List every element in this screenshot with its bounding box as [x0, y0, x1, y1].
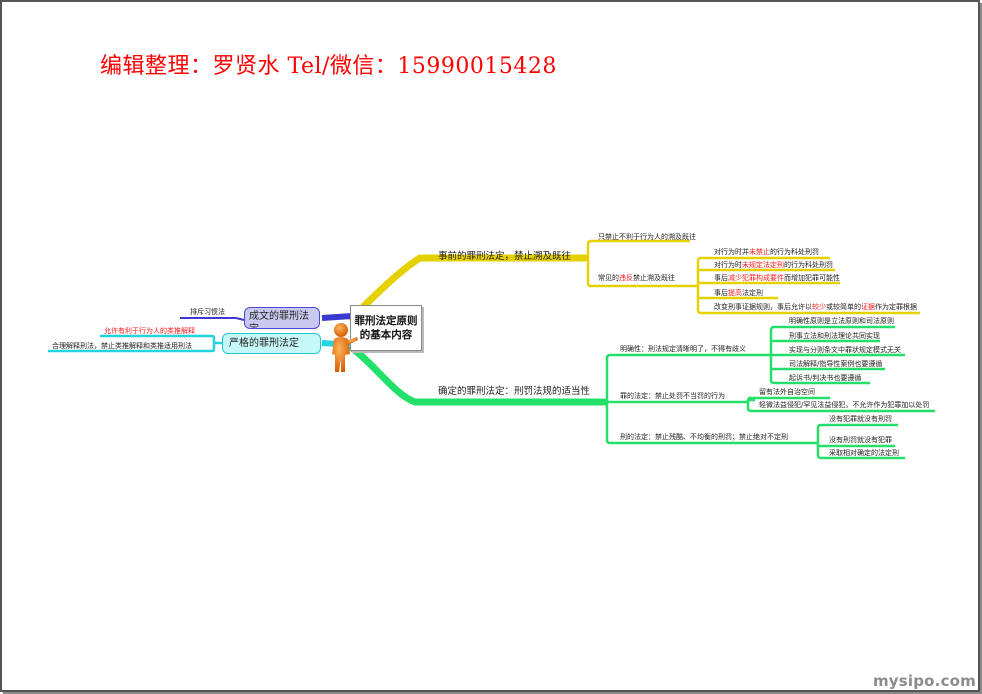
subnode-clarity[interactable]: 明确性：刑法规定清晰明了，不得有歧义 [620, 345, 746, 353]
leaf-clarity-2[interactable]: 刑事立法和刑法理论共同实现 [789, 332, 880, 340]
leaf-penalty-3[interactable]: 采取相对确定的法定刑 [829, 449, 899, 457]
central-topic[interactable]: 罪刑法定原则 的基本内容 [350, 305, 422, 351]
green-clarity-bracket [768, 325, 905, 385]
green-penalty-bracket [815, 423, 905, 460]
highlight-part: 减少犯罪构成要件 [728, 274, 784, 282]
green-main-branch [348, 344, 609, 406]
leaf-only-unfavorable-retroactivity[interactable]: 只禁止不利于行为人的溯及既往 [598, 233, 696, 241]
branch-definite-legality[interactable]: 确定的罪刑法定：刑罚法规的适当性 [438, 386, 591, 397]
leaf-violation-3[interactable]: 事后减少犯罪构成要件而增加犯罪可能性 [714, 273, 840, 283]
leaf-clarity-3[interactable]: 实现与分则条文中罪状规定模式无关 [789, 346, 901, 354]
text-part: 法定刑 [742, 289, 763, 297]
highlight-part: 未禁止 [749, 248, 770, 256]
highlight-part: 证据 [861, 303, 875, 311]
central-topic-line1: 罪刑法定原则 [354, 315, 418, 327]
node-written-legality-label: 成文的罪刑法定 [249, 311, 309, 328]
text-part: 常见的 [598, 274, 619, 282]
leaf-penalty-2[interactable]: 没有刑罚就没有犯罪 [829, 436, 892, 444]
leaf-violation-5[interactable]: 改变刑事证据规则，事后允许以较少或较简单的证据作为定罪根据 [714, 302, 917, 312]
text-part: 禁止溯及既往 [633, 274, 675, 282]
leaf-crime-1[interactable]: 留有法外自治空间 [759, 388, 815, 396]
blue-leaf-line [180, 317, 245, 321]
node-strict-legality[interactable]: 严格的罪刑法定 [222, 333, 321, 354]
blue-main-branch [321, 313, 353, 321]
text-part: 或较简单的 [826, 303, 861, 311]
editor-credit: 编辑整理：罗贤水 Tel/微信：15990015428 [100, 54, 557, 79]
text-part: 对行为时 [714, 261, 742, 269]
branch-ex-ante-legality[interactable]: 事前的罪刑法定，禁止溯及既往 [438, 251, 572, 262]
leaf-reasonable-interpretation[interactable]: 合理解释刑法，禁止类推解释和类推适用刑法 [52, 342, 192, 350]
leaf-clarity-1[interactable]: 明确性原则是立法原则和司法原则 [789, 317, 894, 325]
leaf-clarity-5[interactable]: 起诉书/判决书也要遵循 [789, 374, 862, 382]
leaf-penalty-1[interactable]: 没有犯罪就没有刑罚 [829, 415, 892, 423]
leaf-allow-favorable-analogy[interactable]: 允许有利于行为人的类推解释 [104, 327, 195, 335]
highlight-part: 未规定法定刑 [742, 261, 784, 269]
text-part: 的行为科处刑罚 [770, 248, 819, 256]
text-part: 的行为科处刑罚 [784, 261, 833, 269]
text-part: 事后 [714, 289, 728, 297]
green-sub-bracket [605, 353, 815, 445]
leaf-exclude-custom-law[interactable]: 排斥习惯法 [190, 308, 225, 316]
subnode-penalty-legality[interactable]: 刑的法定：禁止残酷、不均衡的刑罚；禁止绝对不定刑 [620, 433, 788, 441]
leaf-violation-4[interactable]: 事后提高法定刑 [714, 288, 763, 298]
highlight-part: 提高 [728, 289, 742, 297]
text-part: 而增加犯罪可能性 [784, 274, 840, 282]
leaf-violation-2[interactable]: 对行为时未规定法定刑的行为科处刑罚 [714, 260, 833, 270]
subnode-common-violations[interactable]: 常见的违反禁止溯及既往 [598, 273, 675, 283]
subnode-crime-legality[interactable]: 罪的法定：禁止处罚不当罚的行为 [620, 392, 725, 400]
presenter-figure-icon [332, 323, 358, 372]
leaf-crime-2[interactable]: 轻微法益侵犯/罕见法益侵犯，不允许作为犯罪加以处罚 [759, 401, 930, 409]
cyan-leaf-bracket [48, 334, 222, 353]
leaf-clarity-4[interactable]: 司法解释/指导性案例也要遵循 [789, 360, 883, 368]
node-written-legality[interactable]: 成文的罪刑法定 [244, 307, 320, 329]
text-part: 作为定罪根据 [875, 303, 917, 311]
leaf-violation-1[interactable]: 对行为时并未禁止的行为科处刑罚 [714, 247, 819, 257]
text-part: 事后 [714, 274, 728, 282]
yellow-sub-bracket [585, 239, 695, 288]
central-topic-line2: 的基本内容 [359, 329, 413, 341]
yellow-leaves-bracket [695, 256, 920, 315]
node-strict-legality-label: 严格的罪刑法定 [229, 338, 299, 349]
watermark: mysipo.com [872, 672, 976, 690]
text-part: 改变刑事证据规则，事后允许以 [714, 303, 812, 311]
green-crime-bracket [745, 396, 935, 413]
text-part: 对行为时并 [714, 248, 749, 256]
highlight-part: 违反 [619, 274, 633, 282]
highlight-part: 较少 [812, 303, 826, 311]
